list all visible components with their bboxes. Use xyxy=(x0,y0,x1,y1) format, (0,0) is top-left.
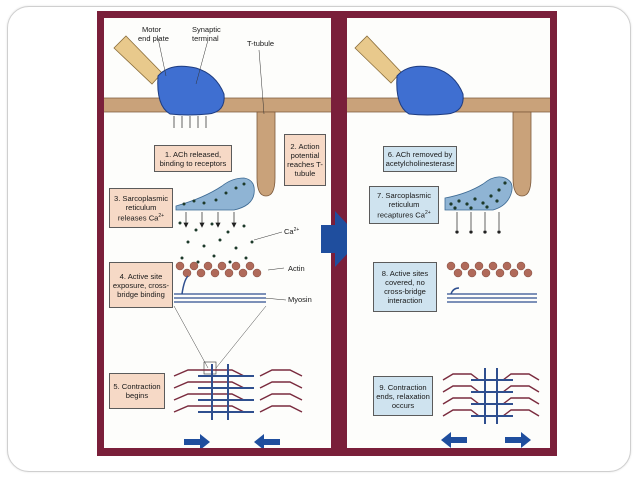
step-2-text: 2. Action potential reaches T-tubule xyxy=(287,142,323,178)
cross-bridge xyxy=(181,275,189,295)
sarcomere-contracted xyxy=(173,364,303,420)
contraction-panel: Motor end plate Synaptic terminal T-tubu… xyxy=(104,18,331,448)
step-4-box: 4. Active site exposure, cross-bridge bi… xyxy=(109,262,173,308)
label-calcium-main: Ca xyxy=(284,227,294,236)
step-3-text: 3. Sarcoplasmic reticulum releases Ca2+ xyxy=(112,194,170,223)
calcium-release-arrows xyxy=(183,212,237,228)
label-motor-end-plate-line2: end plate xyxy=(138,34,169,43)
step-4-text: 4. Active site exposure, cross-bridge bi… xyxy=(112,271,170,299)
detached-myosin-head xyxy=(450,287,460,295)
step-7-main: 7. Sarcoplasmic reticulum recaptures Ca xyxy=(376,190,432,220)
step-7-box: 7. Sarcoplasmic reticulum recaptures Ca2… xyxy=(369,186,439,224)
sarcoplasmic-reticulum xyxy=(175,177,255,211)
t-tubule xyxy=(256,111,276,197)
step-3-box: 3. Sarcoplasmic reticulum releases Ca2+ xyxy=(109,188,173,228)
step-8-box: 8. Active sites covered, no cross-bridge… xyxy=(373,262,437,312)
actin-filament xyxy=(446,261,533,278)
sarcomere-relaxed xyxy=(442,368,540,424)
step-7-text: 7. Sarcoplasmic reticulum recaptures Ca2… xyxy=(372,191,436,220)
step-1-box: 1. ACh released, binding to receptors xyxy=(154,145,232,172)
step-5-box: 5. Contraction begins xyxy=(109,373,165,409)
step-3-main: 3. Sarcoplasmic reticulum releases Ca xyxy=(113,193,169,223)
step-2-box: 2. Action potential reaches T-tubule xyxy=(284,134,326,186)
label-calcium: Ca2+ xyxy=(284,227,299,236)
myosin-filament xyxy=(447,293,537,303)
synaptic-terminal xyxy=(157,65,225,116)
step-7-sup: 2+ xyxy=(425,209,431,216)
relaxation-panel: 6. ACh removed by acetylcholinesterase 7… xyxy=(347,18,550,448)
t-tubule xyxy=(512,111,532,197)
step-9-text: 9. Contraction ends, relaxation occurs xyxy=(376,382,430,410)
calcium-ions xyxy=(449,181,507,210)
step-3-sup: 2+ xyxy=(158,212,165,219)
zoom-box xyxy=(203,361,217,375)
sarcoplasmic-reticulum xyxy=(444,176,513,211)
ach-release-marks xyxy=(173,116,207,128)
muscle-contraction-figure: Motor end plate Synaptic terminal T-tubu… xyxy=(97,11,557,456)
step-6-box: 6. ACh removed by acetylcholinesterase xyxy=(383,146,457,172)
step-9-box: 9. Contraction ends, relaxation occurs xyxy=(373,376,433,416)
step-6-text: 6. ACh removed by acetylcholinesterase xyxy=(385,150,455,168)
arrow-left-icon xyxy=(441,432,467,448)
arrow-right-icon xyxy=(184,434,210,448)
step-5-text: 5. Contraction begins xyxy=(113,382,161,400)
arrow-left-icon xyxy=(254,434,280,448)
motor-axon xyxy=(354,35,402,84)
calcium-uptake-lines xyxy=(455,212,501,234)
myosin-filament xyxy=(174,293,266,303)
label-calcium-sup: 2+ xyxy=(294,227,300,233)
synaptic-terminal xyxy=(396,65,464,116)
step-8-text: 8. Active sites covered, no cross-bridge… xyxy=(381,269,429,305)
label-synaptic-terminal-line1: Synaptic xyxy=(192,25,221,34)
motor-axon xyxy=(113,35,163,85)
label-synaptic-terminal-line2: terminal xyxy=(192,34,219,43)
actin-filament xyxy=(175,261,262,278)
label-t-tubule: T-tubule xyxy=(247,39,274,48)
arrow-right-icon xyxy=(505,432,531,448)
label-myosin: Myosin xyxy=(288,295,312,304)
step-1-text: 1. ACh released, binding to receptors xyxy=(159,149,227,168)
label-motor-end-plate-line1: Motor xyxy=(142,25,162,34)
calcium-ions xyxy=(178,182,254,264)
label-actin: Actin xyxy=(288,264,305,273)
